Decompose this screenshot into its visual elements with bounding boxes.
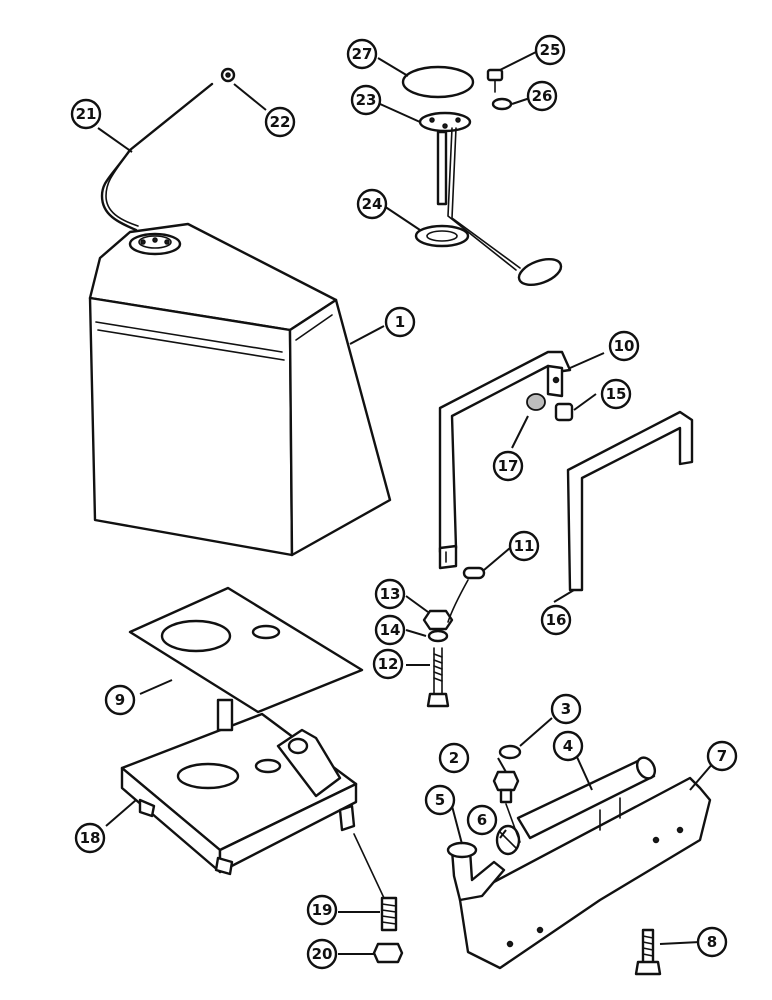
svg-text:7: 7 xyxy=(717,747,727,765)
svg-text:10: 10 xyxy=(614,337,635,355)
svg-text:25: 25 xyxy=(540,41,561,59)
fitting-washer xyxy=(498,744,522,760)
clevis-pin xyxy=(462,566,486,580)
fuel-tank xyxy=(88,222,392,557)
callout-2: 2 xyxy=(438,742,470,774)
callouts: 1 2 3 4 5 6 7 8 9 10 11 12 13 14 15 16 1… xyxy=(70,34,738,970)
callout-18: 18 xyxy=(74,822,106,854)
svg-text:21: 21 xyxy=(76,105,97,123)
callout-17: 17 xyxy=(492,450,524,482)
svg-text:2: 2 xyxy=(449,749,459,767)
fitting-assembly-line xyxy=(505,803,521,843)
callout-1: 1 xyxy=(384,306,416,338)
stud-nut xyxy=(372,942,404,964)
svg-text:12: 12 xyxy=(378,655,399,673)
fuel-level-sender xyxy=(418,111,563,286)
svg-text:17: 17 xyxy=(498,457,519,475)
svg-text:26: 26 xyxy=(532,87,553,105)
guard-bolt xyxy=(634,928,662,976)
callout-10: 10 xyxy=(608,330,640,362)
stud-assembly-line xyxy=(353,833,385,899)
callout-13: 13 xyxy=(374,578,406,610)
callout-8: 8 xyxy=(696,926,728,958)
guard-plate xyxy=(458,776,712,970)
sender-screw xyxy=(486,68,504,93)
svg-text:4: 4 xyxy=(563,737,573,755)
svg-text:16: 16 xyxy=(546,611,567,629)
svg-text:8: 8 xyxy=(707,933,717,951)
tank-strap-rear xyxy=(566,410,694,592)
callout-21: 21 xyxy=(70,98,102,130)
pipe-fitting xyxy=(492,770,520,804)
svg-text:5: 5 xyxy=(435,791,445,809)
callout-7: 7 xyxy=(706,740,738,772)
tank-strap-front xyxy=(438,350,572,570)
callout-16: 16 xyxy=(540,604,572,636)
callout-25: 25 xyxy=(534,34,566,66)
callout-6: 6 xyxy=(466,804,498,836)
callout-12: 12 xyxy=(372,648,404,680)
svg-text:9: 9 xyxy=(115,691,125,709)
callout-15: 15 xyxy=(600,378,632,410)
svg-text:6: 6 xyxy=(477,811,487,829)
callout-5: 5 xyxy=(424,784,456,816)
strap-bolt xyxy=(426,647,450,708)
svg-text:18: 18 xyxy=(80,829,101,847)
sender-cover-plate xyxy=(401,65,475,99)
callout-20: 20 xyxy=(306,938,338,970)
svg-text:19: 19 xyxy=(312,901,333,919)
svg-text:20: 20 xyxy=(312,945,333,963)
svg-text:24: 24 xyxy=(362,195,383,213)
svg-text:14: 14 xyxy=(380,621,401,639)
callout-24: 24 xyxy=(356,188,388,220)
svg-text:27: 27 xyxy=(352,45,373,63)
strap-washer xyxy=(427,629,449,643)
svg-text:22: 22 xyxy=(270,113,291,131)
sender-gasket xyxy=(414,224,470,248)
strap-spacer xyxy=(554,402,574,422)
strap-nut xyxy=(422,609,454,631)
callout-26: 26 xyxy=(526,80,558,112)
tank-support-bracket xyxy=(120,698,358,876)
sender-washer xyxy=(491,97,513,111)
mounting-stud xyxy=(380,896,398,932)
svg-text:3: 3 xyxy=(561,700,571,718)
vent-tube xyxy=(100,82,214,232)
callout-9: 9 xyxy=(104,684,136,716)
svg-text:13: 13 xyxy=(380,585,401,603)
callout-14: 14 xyxy=(374,614,406,646)
bolt-assembly-line xyxy=(447,579,469,623)
svg-text:11: 11 xyxy=(514,537,535,555)
svg-text:1: 1 xyxy=(395,313,405,331)
hose-clip xyxy=(220,67,236,83)
rubber-pad xyxy=(526,393,546,411)
svg-text:15: 15 xyxy=(606,385,627,403)
callout-27: 27 xyxy=(346,38,378,70)
leader-lines xyxy=(97,51,715,955)
svg-text:23: 23 xyxy=(356,91,377,109)
callout-19: 19 xyxy=(306,894,338,926)
callout-11: 11 xyxy=(508,530,540,562)
callout-4: 4 xyxy=(552,730,584,762)
callout-22: 22 xyxy=(264,106,296,138)
fuel-pipe xyxy=(516,756,657,840)
callout-3: 3 xyxy=(550,693,582,725)
tank-pad-sheet xyxy=(128,586,364,714)
callout-23: 23 xyxy=(350,84,382,116)
